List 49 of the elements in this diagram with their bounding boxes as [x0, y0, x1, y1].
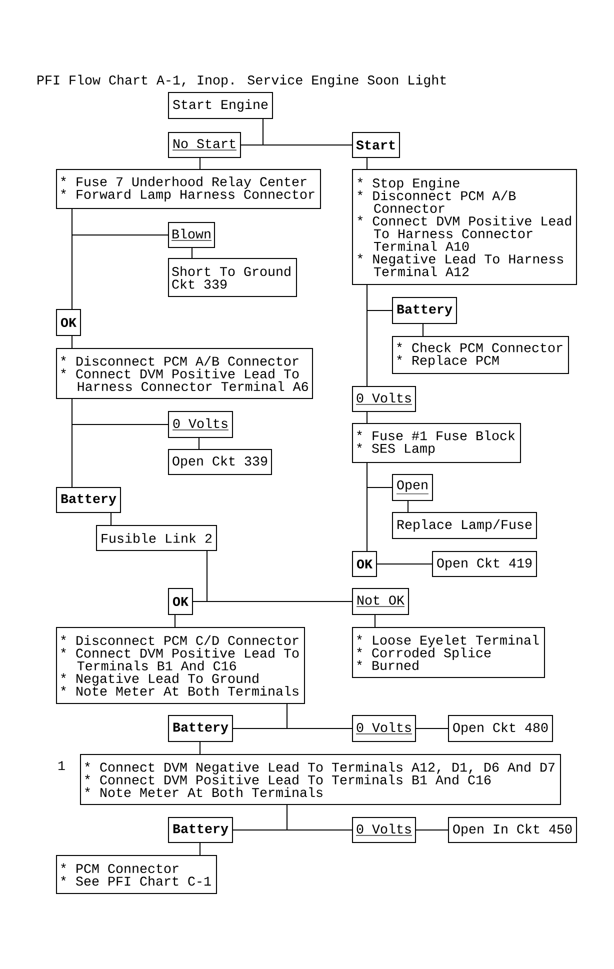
outcome-box: Blown [168, 222, 215, 248]
outcome-box: OK [168, 588, 193, 615]
outcome-box: Start [352, 132, 400, 158]
connector-line [366, 284, 368, 386]
instruction-box: * Fuse 7 Underhood Relay Center * Forward Lamp Harness Connector [56, 169, 321, 209]
instruction-box: * Fuse #1 Fuse Block * SES Lamp [352, 423, 521, 463]
connector-line [198, 438, 200, 450]
instruction-box: * Stop Engine * Disconnect PCM A/B Connector * Connect DVM Positive Lead To Harness Connector Terminal A10 * Negative Lead To Harness Terminal A12 [352, 169, 577, 285]
connector-line [366, 158, 368, 170]
outcome-box: 0 Volts [168, 411, 233, 438]
action-box: Replace Lamp/Fuse [392, 512, 537, 539]
outcome-box: Not OK [352, 588, 409, 615]
action-box: Short To Ground Ckt 339 [168, 258, 297, 297]
connector-line [286, 704, 352, 729]
instruction-box: * Connect DVM Negative Lead To Terminals A12, D1, D6 And D7 * Connect DVM Positive Lead To Terminals B1 And C16 * Note Meter At Both Terminals [80, 754, 561, 805]
connector-line [416, 728, 448, 729]
step-number: 1 [58, 761, 65, 770]
connector-line [110, 512, 112, 526]
outcome-box: No Start [168, 132, 241, 158]
outcome-box: 0 Volts [352, 817, 416, 843]
action-box: Open Ckt 339 [168, 449, 272, 475]
chart-title: PFI Flow Chart A-1, Inop. Service Engine Soon Light [38, 74, 446, 88]
action-box: Open Ckt 480 [448, 715, 553, 742]
outcome-box: Battery [56, 487, 121, 513]
outcome-box: 0 Volts [352, 386, 416, 412]
outcome-box: 0 Volts [352, 715, 416, 742]
instruction-box: * Loose Eyelet Terminal * Corroded Splice * Burned [352, 627, 545, 678]
action-box: Open In Ckt 450 [448, 817, 577, 843]
connector-line [422, 324, 424, 336]
instruction-box: * Disconnect PCM C/D Connector * Connect DVM Positive Lead To Terminals B1 And C16 * Negative Lead To Ground * Note Meter At Both Terminals [56, 627, 305, 704]
outcome-box: Battery [392, 297, 457, 324]
action-box: Start Engine [168, 92, 273, 119]
outcome-box: Battery [168, 715, 233, 742]
connector-line [366, 412, 368, 424]
outcome-box: Battery [168, 817, 233, 843]
instruction-box: * Disconnect PCM A/B Connector * Connect DVM Positive Lead To Harness Connector Terminal A6 [56, 348, 313, 399]
instruction-box: * PCM Connector * See PFI Chart C-1 [56, 855, 217, 894]
outcome-box: Open [392, 474, 433, 501]
connector-line [286, 804, 352, 830]
action-box: Fusible Link 2 [96, 525, 217, 551]
instruction-box: * Check PCM Connector * Replace PCM [392, 336, 569, 374]
connector-line [206, 550, 352, 602]
connector-line [262, 118, 352, 146]
action-box: Open Ckt 419 [432, 551, 537, 577]
connector-line [174, 614, 176, 628]
outcome-box: OK [352, 551, 377, 577]
connector-line [366, 462, 368, 552]
outcome-box: OK [56, 309, 81, 336]
connector-line [374, 614, 376, 628]
